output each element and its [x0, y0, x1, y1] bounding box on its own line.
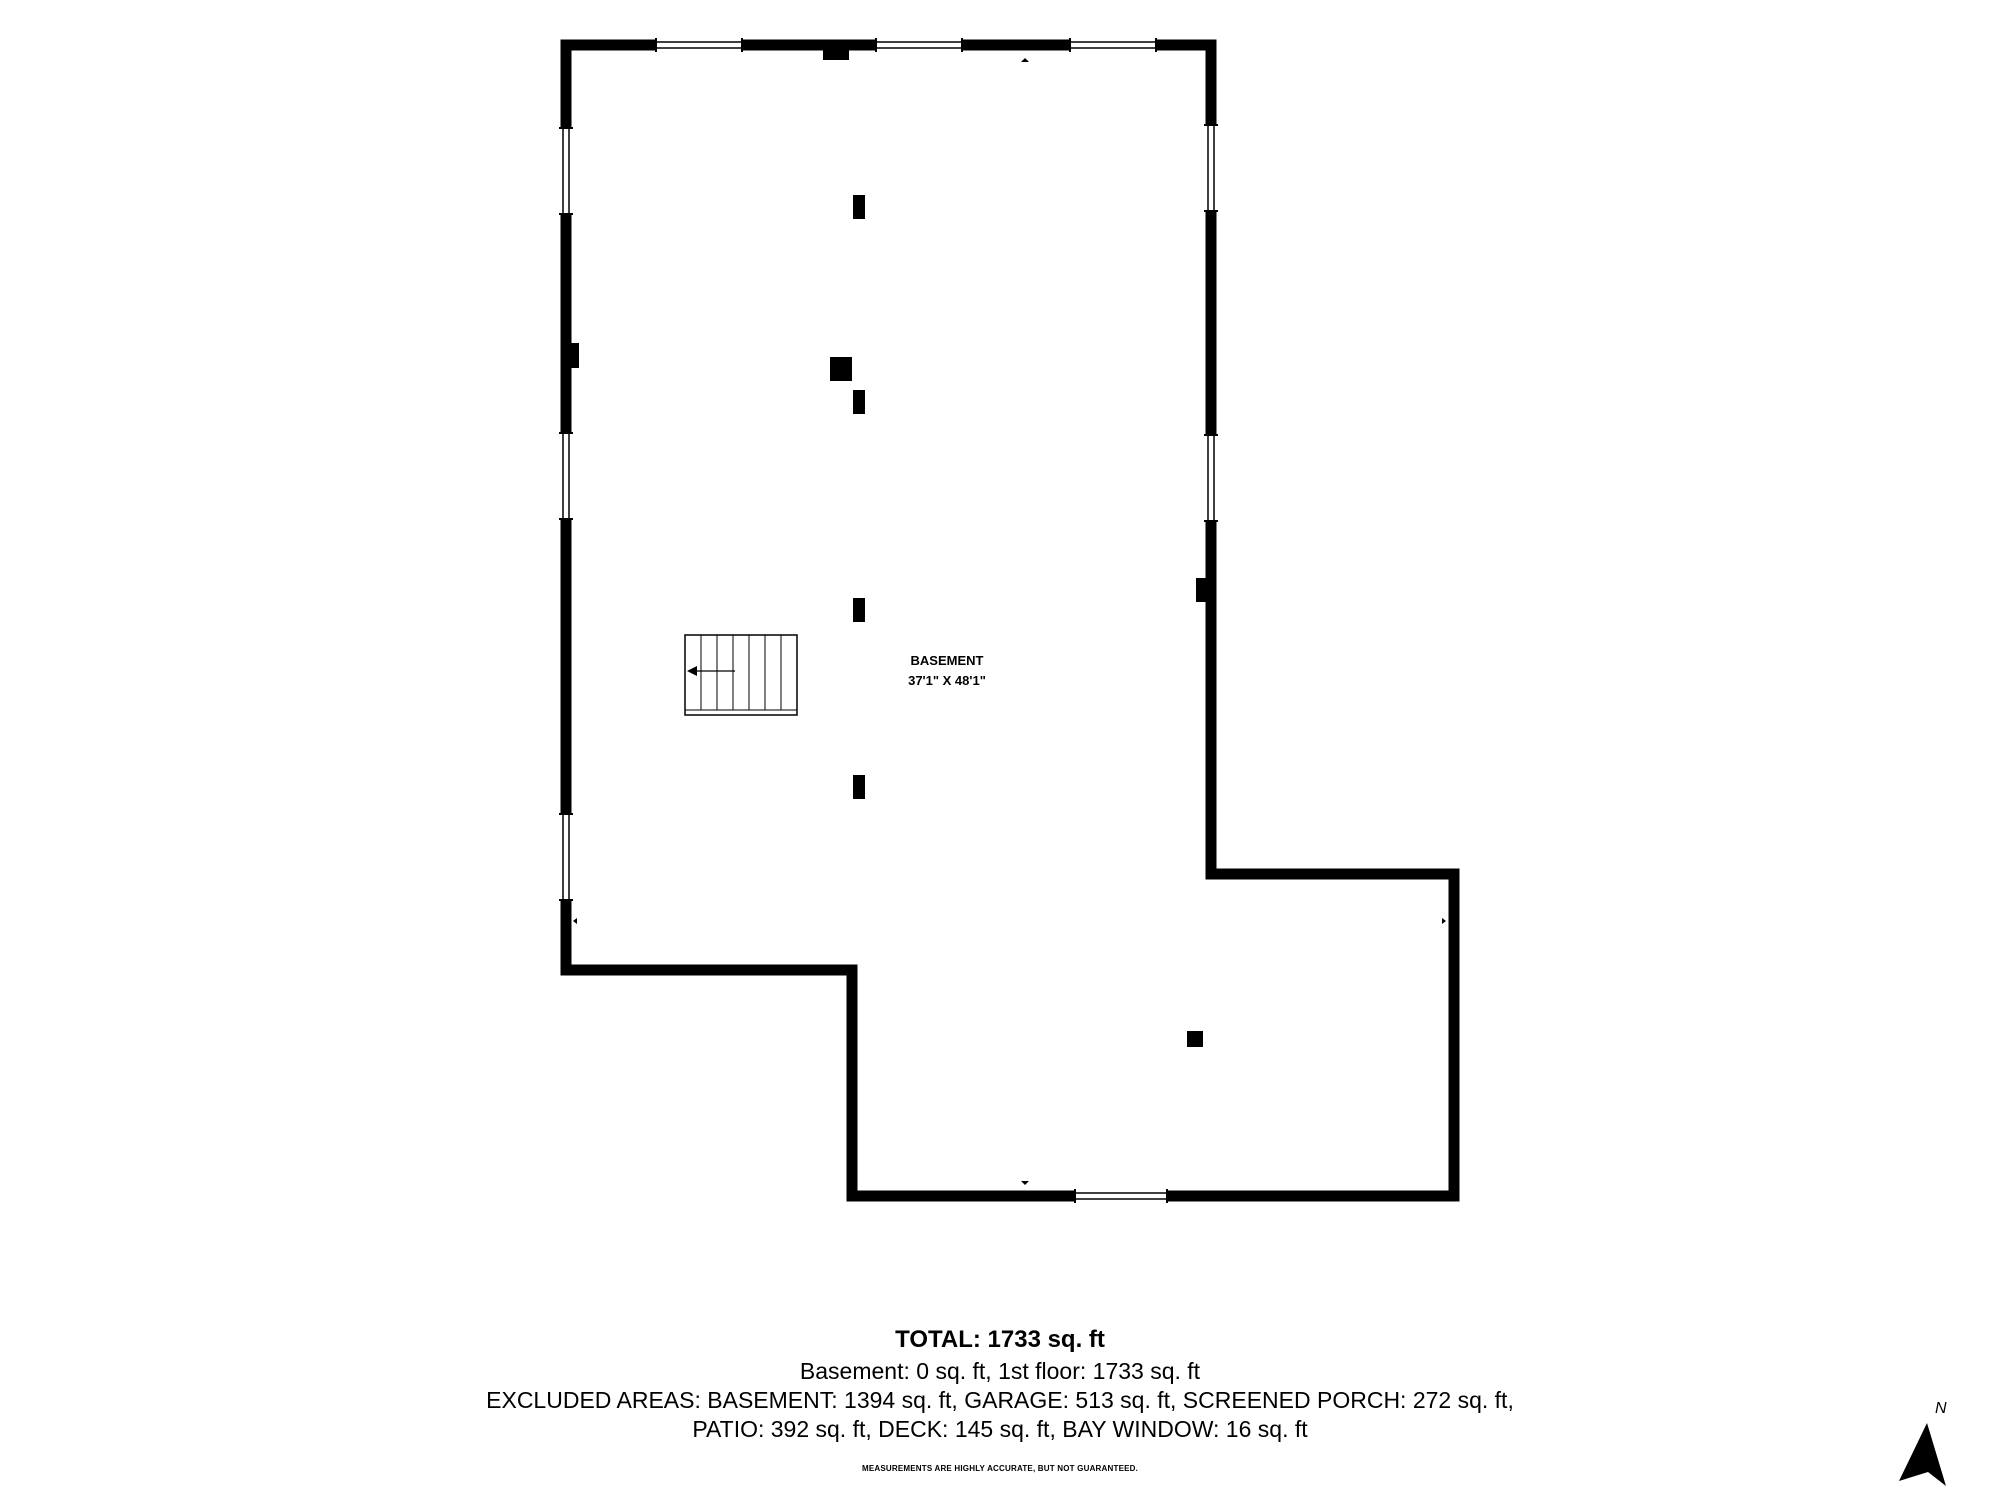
- support-column: [830, 357, 852, 381]
- support-column: [853, 390, 865, 414]
- floor-areas: Basement: 0 sq. ft, 1st floor: 1733 sq. …: [799, 1358, 1201, 1384]
- window-left-3: [559, 813, 573, 901]
- support-column: [853, 598, 865, 622]
- window-right-2: [1204, 434, 1218, 522]
- exterior-walls: [560, 39, 1460, 1202]
- excluded-areas-line-1: EXCLUDED AREAS: BASEMENT: 1394 sq. ft, G…: [486, 1387, 1514, 1413]
- door-marker: [1442, 918, 1446, 924]
- window-right-1: [1204, 124, 1218, 212]
- window-bottom: [1074, 1189, 1168, 1203]
- window-left-2: [559, 432, 573, 520]
- window-left-1: [559, 127, 573, 215]
- room-name: BASEMENT: [911, 653, 984, 668]
- wall-feature: [571, 343, 579, 368]
- support-column: [1187, 1031, 1203, 1047]
- excluded-areas-line-2: PATIO: 392 sq. ft, DECK: 145 sq. ft, BAY…: [692, 1416, 1308, 1442]
- staircase-icon: [684, 634, 798, 716]
- door-marker: [573, 918, 577, 924]
- wall-feature: [1196, 578, 1206, 602]
- north-arrow-icon: [1899, 1423, 1946, 1486]
- room-dimensions: 37'1" X 48'1": [908, 673, 986, 688]
- disclaimer: MEASUREMENTS ARE HIGHLY ACCURATE, BUT NO…: [861, 1464, 1139, 1473]
- total-area: TOTAL: 1733 sq. ft: [895, 1326, 1105, 1353]
- north-label: N: [1935, 1400, 1947, 1417]
- support-column: [853, 775, 865, 799]
- window-top-3: [1069, 38, 1157, 52]
- window-top-1: [655, 38, 743, 52]
- door-marker: [1021, 1181, 1029, 1185]
- window-top-2: [875, 38, 963, 52]
- support-column: [853, 195, 865, 219]
- wall-feature: [823, 47, 849, 60]
- door-marker: [1021, 58, 1029, 62]
